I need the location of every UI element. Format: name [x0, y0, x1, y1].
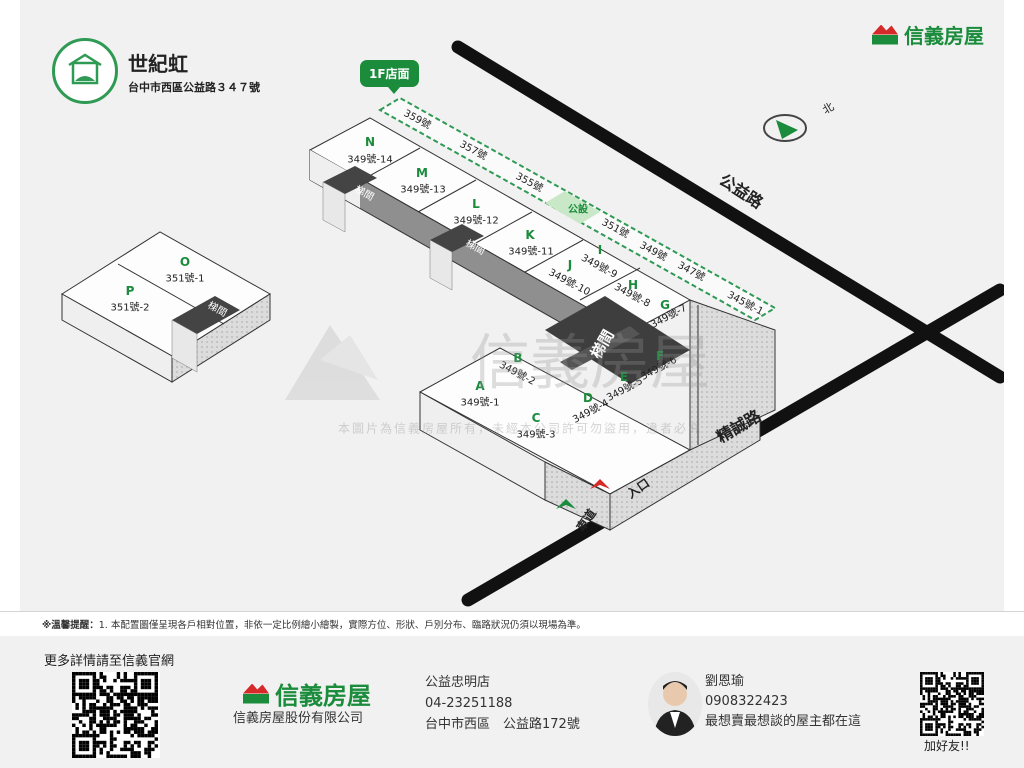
agent-avatar	[648, 672, 702, 736]
line-qr-code[interactable]	[920, 672, 984, 736]
agent-slogan: 最想賣最想談的屋主都在這	[705, 714, 862, 729]
more-info-text: 更多詳情請至信義官網	[44, 654, 175, 669]
unit-letter-b: B	[513, 351, 523, 365]
unit-letter-n: N	[364, 135, 376, 149]
add-friend-label: 加好友!!	[924, 739, 970, 753]
unit-letter-k: K	[525, 228, 535, 242]
road-label-jingcheng: 精誠路	[713, 406, 765, 447]
unit-letter-c: C	[531, 411, 541, 425]
footer-brand-name: 信義房屋	[275, 682, 371, 710]
unit-letter-m: M	[416, 166, 428, 180]
unit-number-k: 349號-11	[508, 246, 554, 258]
storefront-6: 347號	[675, 260, 707, 284]
stair-label-2: 梯間	[463, 238, 487, 258]
building-logo-icon	[52, 38, 118, 104]
unit-number-a: 349號-1	[460, 397, 500, 409]
divider	[0, 611, 1024, 612]
storefront-7: 345號-1	[725, 289, 765, 318]
unit-letter-f: F	[655, 349, 665, 363]
branch-address: 台中市西區 公益路172號	[425, 717, 580, 732]
unit-letter-o: O	[179, 255, 191, 269]
storefront-5: 349號	[637, 240, 669, 264]
sinyi-logo-icon	[243, 683, 269, 704]
store-tag: 1F店面	[360, 60, 419, 94]
agent-phone[interactable]: 0908322423	[705, 694, 788, 709]
watermark-text: 本圖片為信義房屋所有，未經本公司許可勿盜用，違者必究	[337, 421, 703, 436]
compass-label: 北	[820, 100, 837, 117]
compass-icon	[763, 114, 807, 142]
unit-letter-g: G	[660, 298, 670, 312]
unit-letter-d: D	[583, 391, 593, 405]
stair-op	[172, 296, 240, 334]
unit-letter-j: J	[567, 258, 573, 272]
stair-label-3: 梯間	[205, 300, 229, 320]
unit-number-m: 349號-13	[400, 184, 446, 196]
public-facility-label: 公設	[568, 204, 588, 216]
watermark-title: 信義房屋	[470, 328, 710, 399]
branch-info: 公益忠明店 04-23251188 台中市西區 公益路172號	[425, 672, 580, 735]
car-entrance-label: 車道	[573, 506, 600, 535]
unit-letter-p: P	[125, 284, 135, 298]
entrance-label: 入口	[624, 475, 653, 502]
storefront-1: 359號	[401, 108, 433, 132]
website-qr-code[interactable]	[72, 672, 160, 758]
agent-info: 劉恩瑜 0908322423 最想賣最想談的屋主都在這	[705, 672, 861, 732]
disclaimer-text: 1. 本配置圖僅呈現各戶相對位置，非依一定比例繪小繪製，實際方位、形狀、戶別分布…	[98, 620, 586, 631]
floor-plan-svg	[61, 40, 1004, 607]
unit-number-p: 351號-2	[110, 302, 150, 314]
gongyi-road	[451, 40, 1004, 384]
watermark-logo	[285, 325, 380, 400]
building-info: 世紀虹 台中市西區公益路３４７號	[52, 38, 260, 104]
storefront-4: 351號	[599, 217, 631, 241]
unit-number-l: 349號-12	[453, 215, 499, 227]
company-name: 信義房屋股份有限公司	[233, 711, 364, 726]
unit-letter-h: H	[627, 278, 639, 292]
footer: 更多詳情請至信義官網 信義房屋 信義房屋股份有限公司 公益忠明店 04-2325…	[0, 636, 1024, 768]
stair-label-1: 梯間	[352, 184, 376, 204]
building-address: 台中市西區公益路３４７號	[128, 80, 260, 94]
entrance-icon	[590, 479, 610, 489]
disclaimer-label: ※溫馨提醒：	[42, 620, 99, 631]
unit-letter-l: L	[472, 197, 480, 211]
sinyi-logo-icon	[872, 24, 898, 45]
storefront-2: 357號	[457, 139, 489, 163]
brand-name: 信義房屋	[904, 24, 984, 48]
branch-name: 公益忠明店	[425, 675, 491, 690]
unit-number-c: 349號-3	[516, 429, 556, 441]
unit-number-o: 351號-1	[165, 273, 205, 285]
unit-letter-i: I	[597, 243, 603, 257]
agent-name: 劉恩瑜	[705, 674, 745, 689]
branch-phone[interactable]: 04-23251188	[425, 696, 513, 711]
brand-logo-footer: 信義房屋	[243, 676, 371, 711]
unit-letter-e: E	[619, 370, 629, 384]
road-label-gongyi: 公益路	[715, 170, 767, 213]
storefront-3: 355號	[513, 171, 545, 195]
unit-letter-a: A	[475, 379, 485, 393]
disclaimer: ※溫馨提醒：1. 本配置圖僅呈現各戶相對位置，非依一定比例繪小繪製，實際方位、形…	[42, 617, 586, 631]
building-name: 世紀虹	[128, 51, 188, 76]
unit-number-n: 349號-14	[347, 154, 393, 166]
brand-logo-top: 信義房屋	[872, 20, 984, 49]
car-entrance-icon	[556, 499, 576, 509]
